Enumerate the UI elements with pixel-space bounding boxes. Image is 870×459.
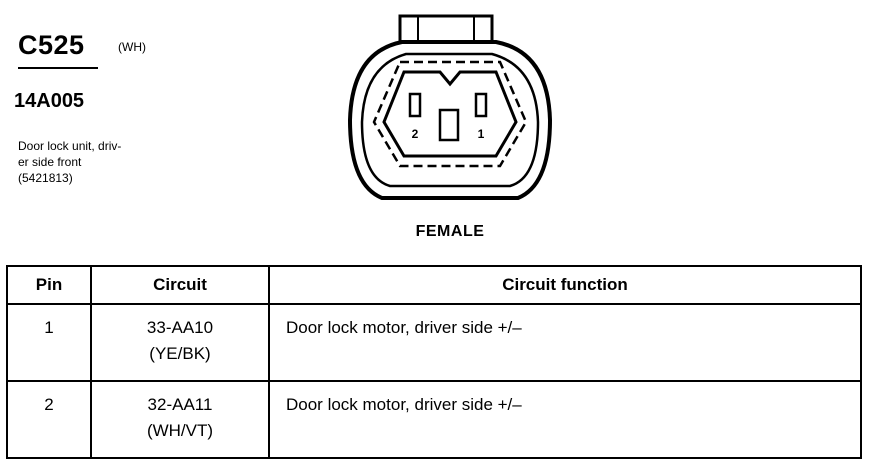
connector-id: C525 xyxy=(18,30,85,60)
connector-face-drawing: 2 1 xyxy=(347,14,553,200)
header-circuit-function: Circuit function xyxy=(268,265,862,305)
gender-label: FEMALE xyxy=(415,223,485,240)
table-header-row: Pin Circuit Circuit function xyxy=(6,265,862,305)
connector-seal-outline xyxy=(372,60,528,168)
header-circuit: Circuit xyxy=(90,265,270,305)
header-pin: Pin xyxy=(6,265,92,305)
table-row: 2 32-AA11 (WH/VT) Door lock motor, drive… xyxy=(6,380,862,459)
circuit-cell: 33-AA10 (YE/BK) xyxy=(90,303,270,382)
connector-color-code: (WH) xyxy=(118,40,146,54)
table-row: 1 33-AA10 (YE/BK) Door lock motor, drive… xyxy=(6,303,862,382)
part-number: 14A005 xyxy=(14,90,85,112)
pin-1-terminal xyxy=(474,92,488,118)
description-line: Door lock unit, driv- xyxy=(18,139,122,153)
connector-cavity xyxy=(382,70,518,158)
circuit-cell: 32-AA11 (WH/VT) xyxy=(90,380,270,459)
description-line: er side front xyxy=(18,155,82,169)
pinout-table: Pin Circuit Circuit function 1 33-AA10 (… xyxy=(6,265,862,459)
connector-inner-rim xyxy=(360,52,540,188)
circuit-number: 33-AA10 xyxy=(146,318,214,337)
pin-cell: 2 xyxy=(6,380,92,459)
center-key xyxy=(438,108,460,142)
pin-cell: 1 xyxy=(6,303,92,382)
connector-id-underline xyxy=(18,67,98,69)
function-cell: Door lock motor, driver side +/– xyxy=(268,303,862,382)
wire-color: (WH/VT) xyxy=(146,421,214,440)
wire-color: (YE/BK) xyxy=(149,344,211,363)
function-cell: Door lock motor, driver side +/– xyxy=(268,380,862,459)
pin-2-terminal xyxy=(408,92,422,118)
circuit-number: 32-AA11 xyxy=(147,395,213,414)
pin-1-label: 1 xyxy=(478,127,485,141)
connector-description: Door lock unit, driv- er side front (542… xyxy=(18,138,178,186)
pin-2-label: 2 xyxy=(412,127,419,141)
description-line: (5421813) xyxy=(18,171,73,185)
